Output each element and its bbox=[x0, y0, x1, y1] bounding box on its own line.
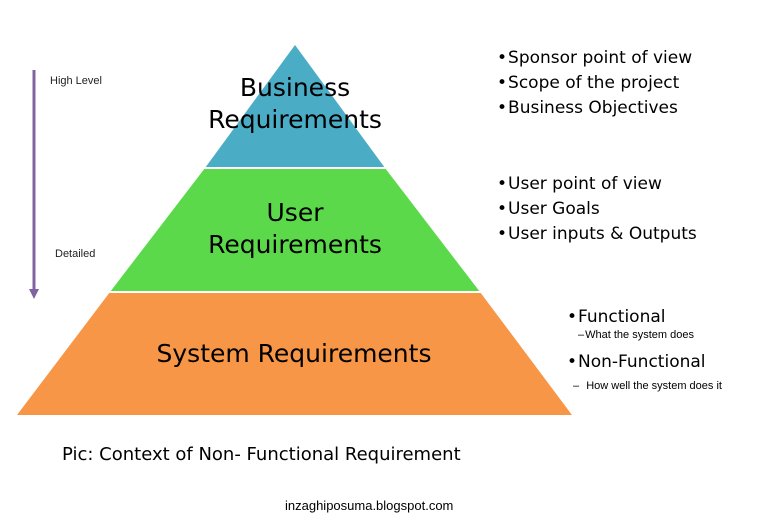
title-line: Requirements bbox=[208, 105, 382, 134]
pyramid-tier-system bbox=[17, 292, 572, 415]
business-requirements-title: Business Requirements bbox=[195, 72, 395, 136]
high-level-label: High Level bbox=[50, 75, 102, 87]
list-item: •Sponsor point of view bbox=[497, 48, 693, 68]
list-item: – How well the system does it bbox=[573, 380, 722, 392]
list-item: •User inputs & Outputs bbox=[497, 224, 697, 244]
figure-caption: Pic: Context of Non- Functional Requirem… bbox=[62, 444, 461, 465]
user-bullets: •User point of view •User Goals •User in… bbox=[497, 172, 697, 247]
system-requirements-title: System Requirements bbox=[144, 338, 444, 370]
title-line: Business bbox=[239, 73, 351, 102]
list-item: •Functional bbox=[567, 307, 666, 327]
list-item: •Non-Functional bbox=[567, 352, 706, 372]
pyramid-tier-business bbox=[205, 45, 385, 168]
system-bullets: •Functional –What the system does •Non-F… bbox=[567, 305, 722, 395]
title-line: User bbox=[266, 198, 324, 227]
pyramid-tier-user bbox=[110, 168, 480, 292]
title-line: System Requirements bbox=[156, 339, 432, 368]
title-line: Requirements bbox=[208, 230, 382, 259]
list-item: •User Goals bbox=[497, 199, 600, 219]
list-item: •Business Objectives bbox=[497, 98, 678, 118]
source-credit: inzaghiposuma.blogspot.com bbox=[285, 498, 454, 513]
business-bullets: •Sponsor point of view •Scope of the pro… bbox=[497, 46, 692, 121]
user-requirements-title: User Requirements bbox=[195, 197, 395, 261]
list-item: –What the system does bbox=[578, 329, 694, 341]
list-item: •Scope of the project bbox=[497, 73, 680, 93]
detailed-label: Detailed bbox=[55, 248, 96, 260]
list-item: •User point of view bbox=[497, 174, 662, 194]
